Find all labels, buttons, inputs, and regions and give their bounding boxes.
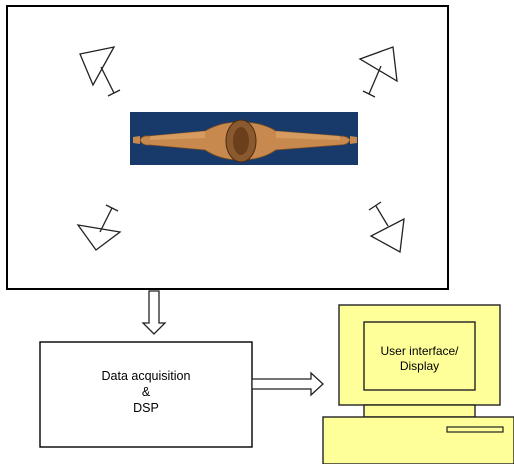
camera-bottom-left <box>76 204 122 251</box>
camera-top-right <box>358 46 398 98</box>
arrow-room-to-dsp <box>141 290 167 335</box>
computer-base <box>322 416 514 464</box>
subject-image <box>130 112 358 165</box>
monitor-stand <box>363 404 476 418</box>
dsp-label-line1: Data acquisition <box>101 369 191 383</box>
monitor-screen <box>363 321 476 391</box>
arrow-dsp-to-display <box>251 371 324 397</box>
camera-top-left <box>79 46 121 97</box>
display-label-line1: User interface/ <box>380 344 459 358</box>
disk-slot <box>446 426 504 433</box>
dsp-box <box>39 341 253 448</box>
computer <box>322 304 514 464</box>
camera-bottom-right <box>368 201 405 254</box>
display-label: User interface/ Display <box>364 344 475 374</box>
display-label-line2: Display <box>399 359 440 373</box>
dsp-label-line3: DSP <box>133 401 159 415</box>
human-figure-top-view <box>133 119 357 163</box>
dsp-label-line2: & <box>141 385 151 399</box>
dsp-box-label: Data acquisition & DSP <box>40 368 252 416</box>
